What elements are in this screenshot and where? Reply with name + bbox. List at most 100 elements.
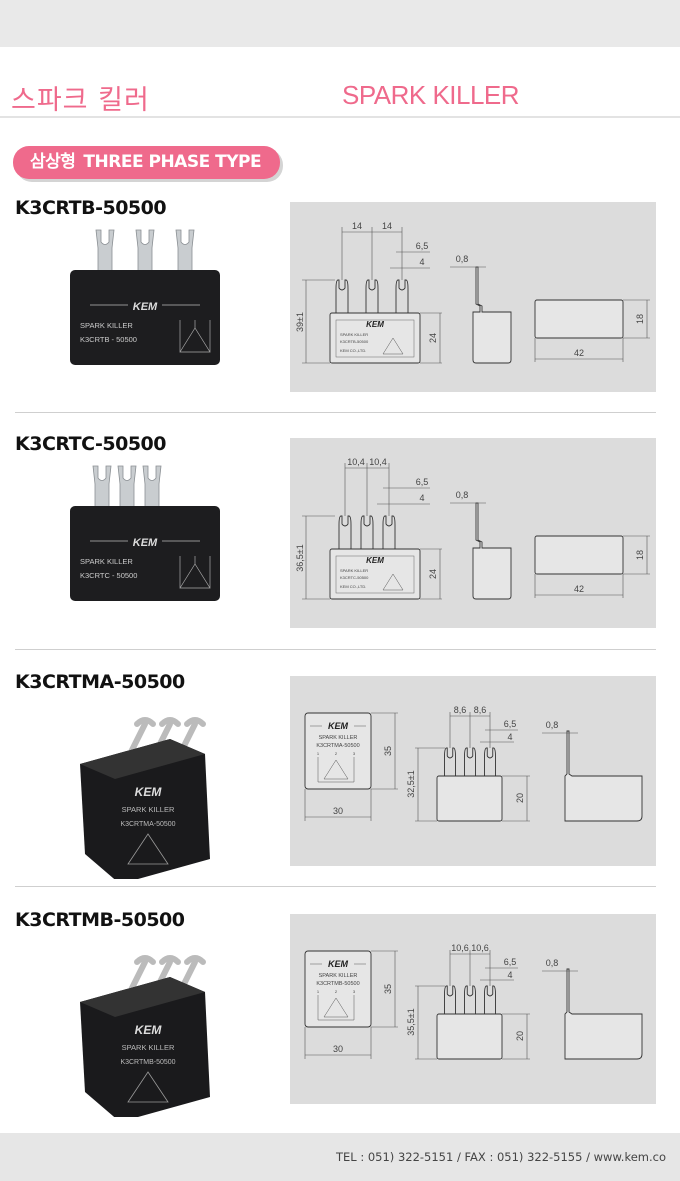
terminal-lug (117, 465, 137, 519)
dim-body-height: 20 (515, 793, 525, 803)
side-view (564, 968, 643, 1060)
capacitor-body (70, 506, 220, 601)
terminal-number: 3 (353, 989, 356, 994)
terminal-lug (382, 515, 396, 549)
dim-pitch-2: 10,6 (471, 943, 489, 953)
schematic-symbol (317, 757, 355, 783)
logo-bg (322, 957, 354, 969)
terminal-lug (175, 229, 195, 283)
product-name: K3CRTC-50500 (15, 433, 167, 455)
terminal-lug (135, 229, 155, 283)
terminal-lug (464, 985, 476, 1014)
photo-logo: KEM (135, 1023, 163, 1037)
schematic-symbol (179, 320, 211, 353)
dim-depth: 18 (635, 550, 645, 560)
product-name: K3CRTMB-50500 (15, 909, 185, 931)
page-title-english: SPARK KILLER (342, 80, 520, 110)
logo-bg (322, 719, 354, 731)
product-name: K3CRTMA-50500 (15, 671, 185, 693)
dim-front-height: 35 (383, 984, 393, 994)
dim-height: 39±1 (295, 312, 305, 332)
terminal-number: 1 (317, 751, 320, 756)
terminal-number: 2 (335, 989, 338, 994)
terminal-lug (142, 465, 162, 519)
top-band (0, 0, 680, 47)
schematic-symbol (127, 833, 169, 865)
dim-pitch-2: 10,4 (369, 457, 387, 467)
dim-slot: 6,5 (504, 957, 517, 967)
dim-tab: 4 (507, 732, 512, 742)
photo-model: K3CRTC - 50500 (80, 571, 137, 580)
capacitor-top (80, 739, 205, 779)
photo-logo: KEM (133, 301, 158, 313)
terminal-lug (444, 747, 456, 776)
drawing-logo: KEM (328, 721, 349, 731)
dim-width: 42 (574, 348, 584, 358)
section-divider (15, 412, 656, 413)
terminal-lug (127, 955, 156, 995)
label-plate (335, 555, 415, 594)
terminal-lug (95, 229, 115, 283)
terminal-lug (395, 279, 409, 313)
schematic-symbol (382, 337, 404, 355)
logo-bg (128, 298, 162, 312)
dim-body-height: 20 (515, 1031, 525, 1041)
section-divider (15, 649, 656, 650)
terminal-lug (365, 279, 379, 313)
capacitor-top (80, 977, 205, 1017)
section-label-english: THREE PHASE TYPE (83, 152, 262, 172)
dim-pitch-1: 10,6 (451, 943, 469, 953)
label-plate (335, 319, 415, 358)
front-view-body (329, 312, 421, 364)
terminal-lug (444, 985, 456, 1014)
product-name: K3CRTB-50500 (15, 197, 167, 219)
dim-height: 35,5±1 (406, 1008, 416, 1035)
top-view (534, 299, 624, 339)
terminal-lug (484, 985, 496, 1014)
side-view (472, 266, 512, 364)
top-view (534, 535, 624, 575)
dim-slot: 6,5 (416, 241, 429, 251)
dim-pitch-1: 8,6 (454, 705, 467, 715)
section-divider (15, 886, 656, 887)
dim-front-width: 30 (333, 806, 343, 816)
terminal-lug (484, 747, 496, 776)
footer-contact: TEL : 051) 322-5151 / FAX : 051) 322-515… (335, 1150, 666, 1164)
photo-logo: KEM (135, 785, 163, 799)
terminal-lug (335, 279, 349, 313)
drawing-label-company: KEM CO.,LTD. (340, 584, 366, 589)
dim-slot: 6,5 (504, 719, 517, 729)
dim-width: 42 (574, 584, 584, 594)
dim-body-height: 24 (428, 333, 438, 343)
drawing-label-model: K3CRTMB-50500 (316, 981, 359, 987)
terminal-lug (338, 515, 352, 549)
dim-pitch-2: 8,6 (474, 705, 487, 715)
terminal-number: 3 (353, 751, 356, 756)
photo-text: SPARK KILLER (80, 321, 133, 330)
drawing-label-model: K3CRTB-50500 (340, 339, 369, 344)
drawing-logo: KEM (366, 320, 384, 329)
dim-tab: 4 (419, 257, 424, 267)
drawing-label-company: KEM CO.,LTD. (340, 348, 366, 353)
drawing-logo: KEM (366, 556, 384, 565)
dim-height: 36,5±1 (295, 544, 305, 571)
front-view-body (304, 950, 372, 1028)
terminal-lug (464, 747, 476, 776)
drawing-label-model: K3CRTC-50500 (340, 575, 369, 580)
dim-thickness: 0,8 (546, 720, 559, 730)
drawing-label-text: SPARK KILLER (319, 735, 358, 741)
schematic-symbol (317, 995, 355, 1021)
photo-model: K3CRTMA-50500 (120, 821, 175, 828)
photo-text: SPARK KILLER (80, 557, 133, 566)
side-view (564, 730, 643, 822)
footer-band (0, 1133, 680, 1181)
capacitor-body (70, 270, 220, 365)
